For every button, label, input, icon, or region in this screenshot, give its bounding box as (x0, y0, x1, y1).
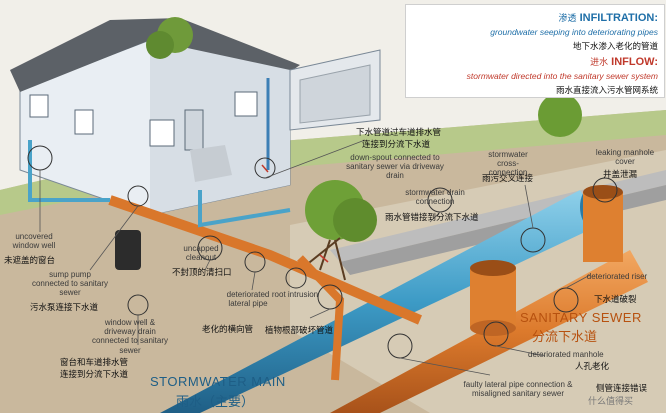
lateral-pipe (108, 195, 422, 325)
sump-pump-cn: 污水泵连接下水道 (30, 302, 99, 312)
infiltration-cn: 渗透 (558, 13, 577, 23)
downspout-cn-1: 下水管道过车道排水管 (356, 127, 442, 137)
watermark: 什么值得买 (588, 396, 634, 406)
manhole-cn: 人孔老化 (575, 361, 610, 371)
inflow-cn: 进水 (590, 57, 609, 67)
faulty-cn: 侧管连接错误 (596, 383, 648, 393)
leaking-cover-en: leaking manhole cover (595, 148, 655, 167)
leaking-cover-cn: 井盖泄漏 (603, 169, 638, 179)
uncapped-cn: 不封顶的清扫口 (172, 267, 232, 277)
lateral-en: deteriorated lateral pipe (226, 290, 270, 309)
inflow-title: INFLOW: (611, 56, 658, 68)
infiltration-desc-cn: 地下水渗入老化的管道 (572, 41, 658, 51)
inflow-arrows (261, 164, 329, 263)
downspout-en: down-spout connected to sanitary sewer v… (346, 153, 444, 181)
lawn (0, 110, 666, 215)
window-drain-cn-1: 窗台和车道排水管 (60, 357, 129, 367)
sanitary-sewer-en: SANITARY SEWER (520, 310, 642, 325)
riser-en: deteriorated riser (586, 272, 648, 281)
root-en: root intrusion (271, 290, 319, 299)
house (10, 18, 381, 216)
sump-pump (115, 230, 141, 270)
manhole-center (470, 260, 516, 336)
stormwater-cross-en: stormwater cross-connection (488, 150, 528, 178)
inflow-desc: stormwater directed into the sanitary se… (466, 71, 658, 81)
street-curb (330, 170, 666, 262)
tree-right (299, 93, 582, 281)
lateral-cn: 老化的横向管 (202, 324, 254, 334)
uncapped-en: uncapped cleanout (183, 244, 219, 263)
stormwater-main-en: STORMWATER MAIN (150, 374, 286, 389)
manhole-right (583, 185, 623, 262)
legend-panel: 渗透 INFILTRATION: groundwater seeping int… (405, 4, 665, 98)
infiltration-desc: groundwater seeping into deteriorating p… (490, 27, 658, 37)
window-drain-cn-2: 连接到分流下水道 (60, 369, 129, 379)
downspout-cn-2: 连接到分流下水道 (362, 139, 431, 149)
inflow-desc-cn: 雨水直接流入污水管网系统 (555, 85, 658, 95)
storm-drain-cn: 雨水管错接到分流下水道 (385, 212, 479, 222)
infiltration-title: INFILTRATION: (579, 12, 658, 24)
root-cn: 植物根部破坏管道 (265, 325, 334, 335)
sanitary-sewer-cn: 分流下水道 (532, 329, 598, 344)
riser-cn: 下水道破裂 (594, 294, 637, 304)
stormwater-main-cn: 雨水（主要） (176, 394, 255, 409)
tree-left (146, 17, 193, 59)
manhole-en: deteriorated manhole (528, 350, 604, 359)
leader-lines (39, 139, 591, 376)
storm-drain-en: stormwater drain connection (405, 188, 465, 207)
sump-pump-en: sump pump connected to sanitary sewer (31, 270, 109, 298)
window-well-en: uncovered window well (12, 232, 56, 251)
window-well-cn: 未遮盖的窗台 (4, 255, 56, 265)
faulty-en: faulty lateral pipe connection & misalig… (463, 380, 573, 399)
stormwater-cross-cn: 雨污交叉连接 (482, 173, 534, 183)
window-drain-en: window well & driveway drain connected t… (91, 318, 169, 355)
